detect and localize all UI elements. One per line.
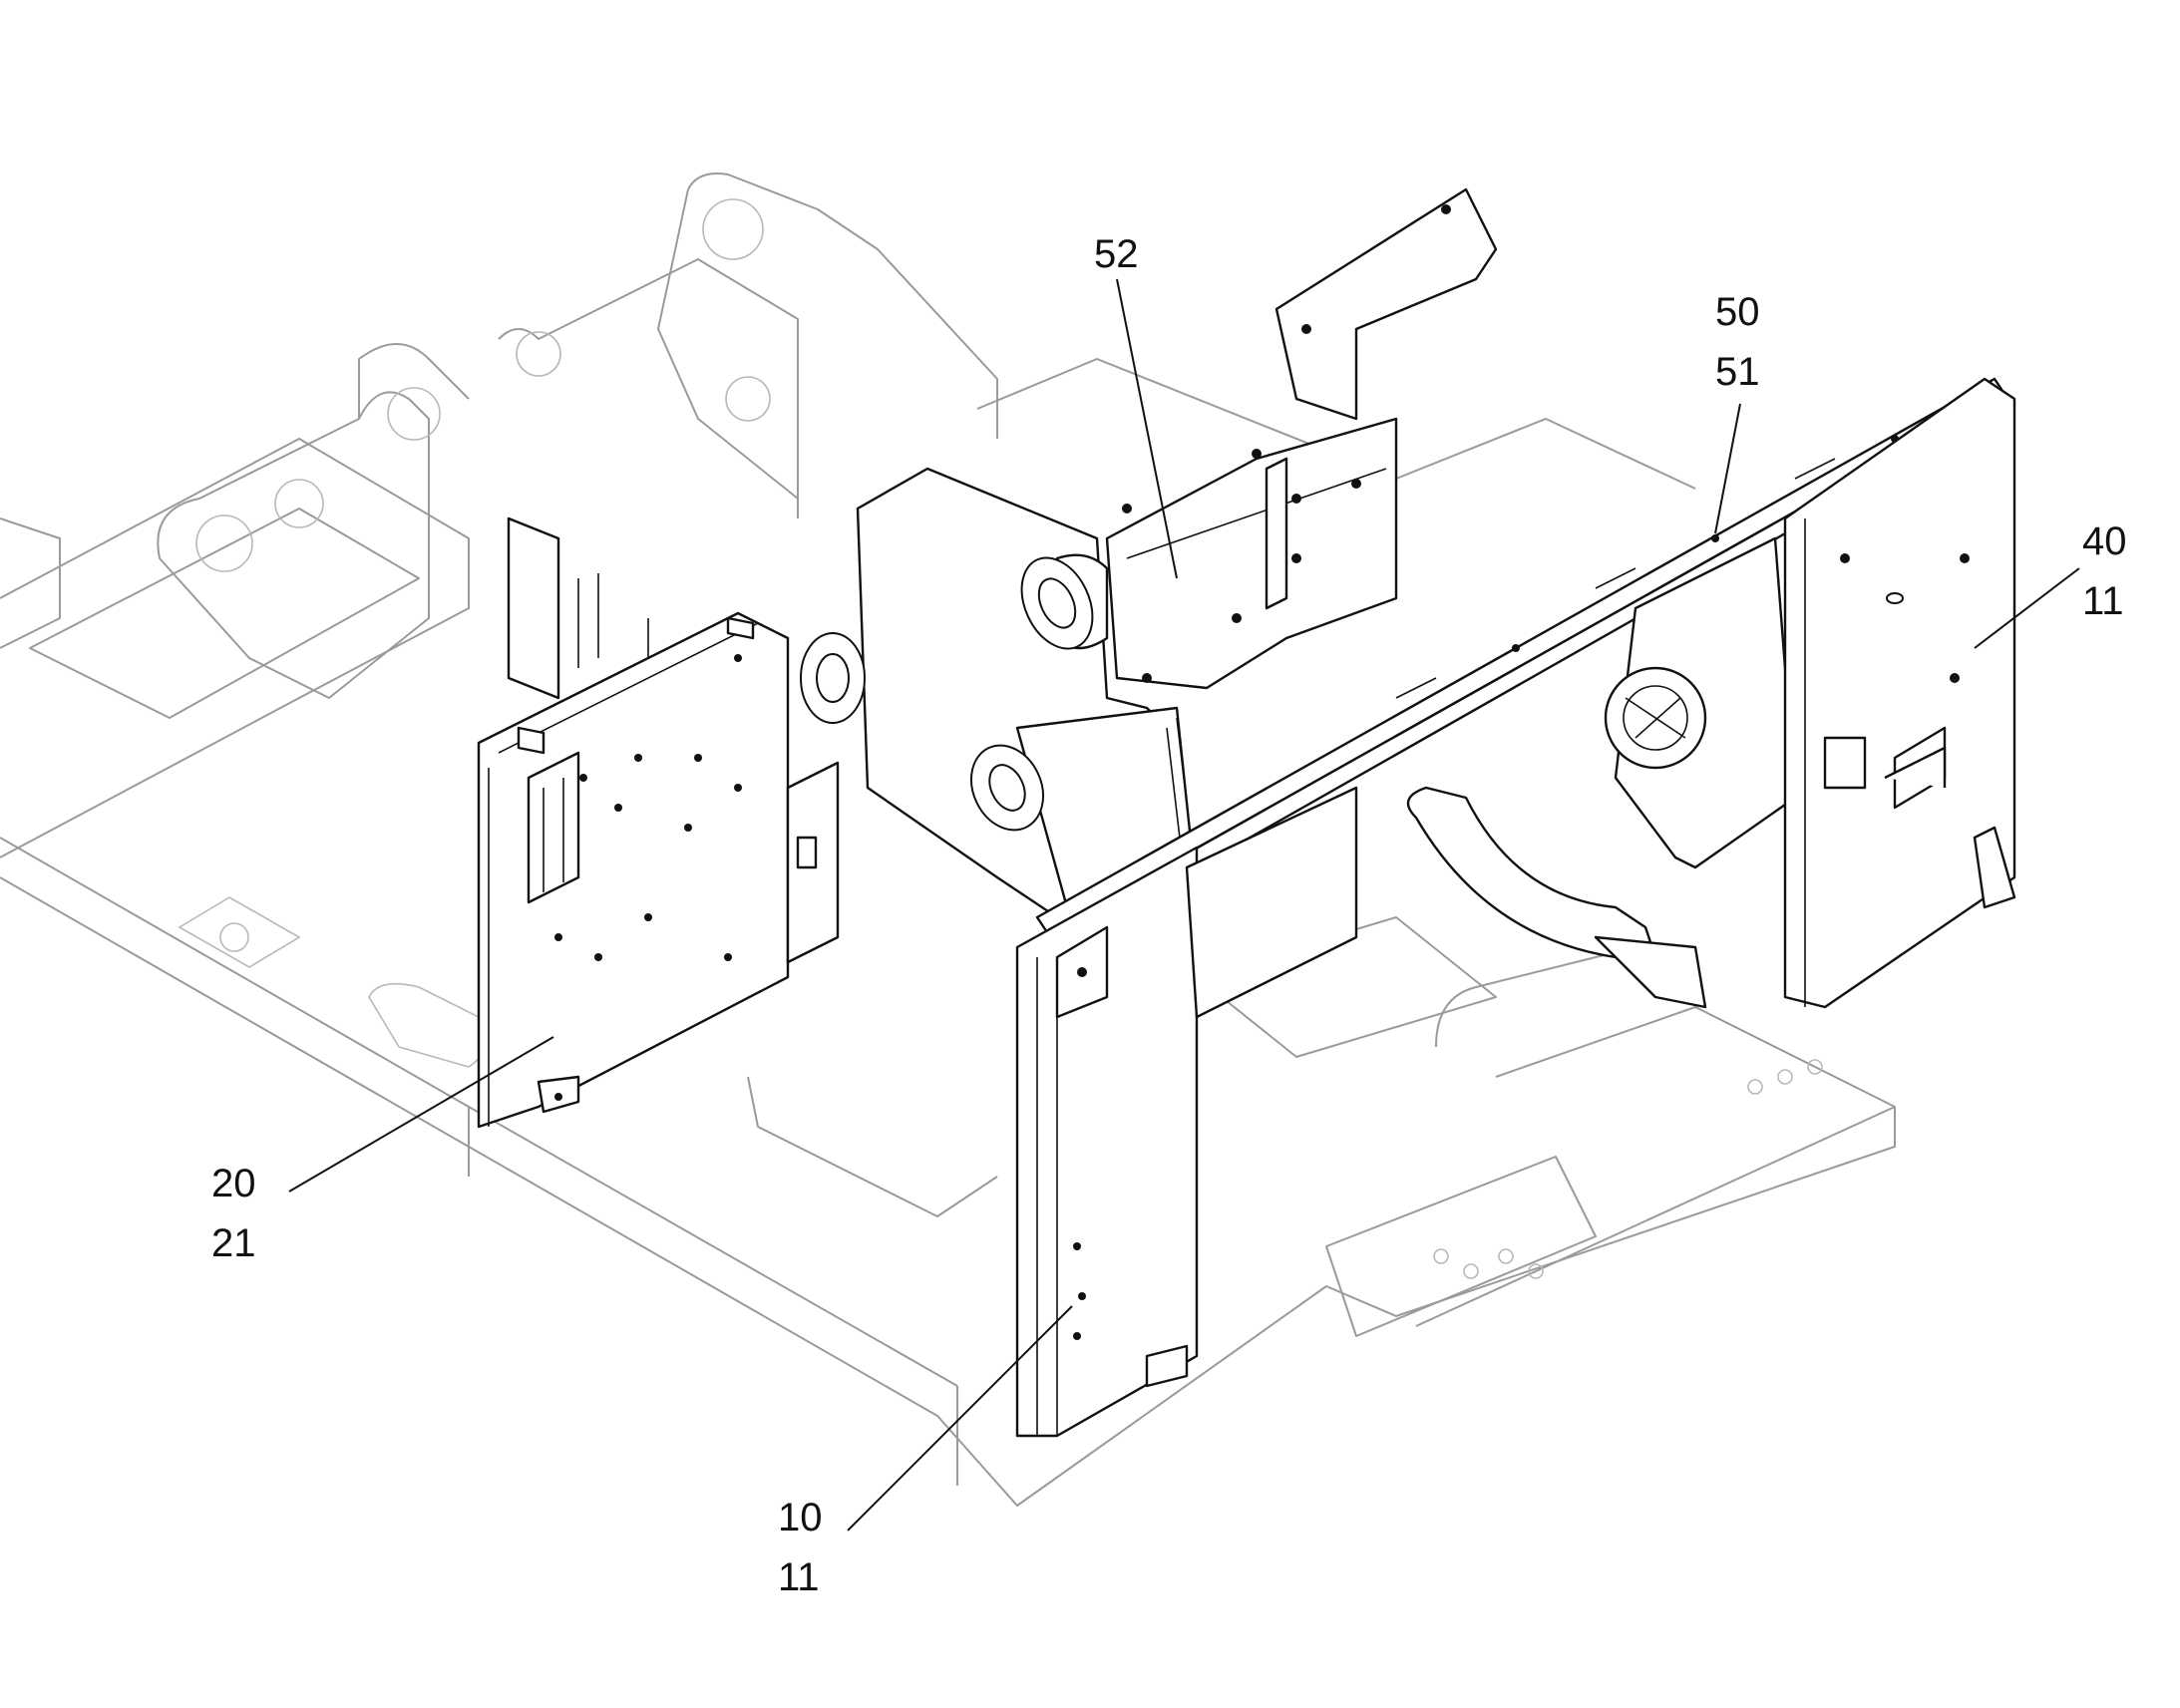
chassis-frame [0, 172, 1896, 1507]
leader-50-51 [1714, 403, 1741, 534]
panel-20-21 [477, 516, 840, 1129]
callout-40: 40 [2082, 519, 2127, 563]
leader-52 [1116, 278, 1178, 579]
callout-labels: 52 50 51 40 11 20 21 10 11 [211, 232, 2127, 1599]
callout-11-bottom: 11 [778, 1555, 820, 1599]
callout-11-right: 11 [2082, 579, 2124, 623]
duct-assembly-52 [800, 187, 1498, 919]
callout-50: 50 [1715, 290, 1760, 334]
leader-10-11 [847, 1305, 1073, 1532]
callout-10: 10 [778, 1496, 823, 1539]
leader-40-11 [1974, 567, 2080, 649]
upright-10-11 [1015, 786, 1358, 1438]
callout-21: 21 [211, 1221, 256, 1265]
callout-20: 20 [211, 1162, 256, 1205]
leader-lines [288, 278, 2080, 1532]
panel-40-11 [1783, 377, 2016, 1009]
blower-housing [1406, 536, 1797, 1009]
leader-20-21 [288, 1036, 554, 1193]
callout-51: 51 [1715, 350, 1760, 394]
callout-52: 52 [1094, 232, 1139, 276]
